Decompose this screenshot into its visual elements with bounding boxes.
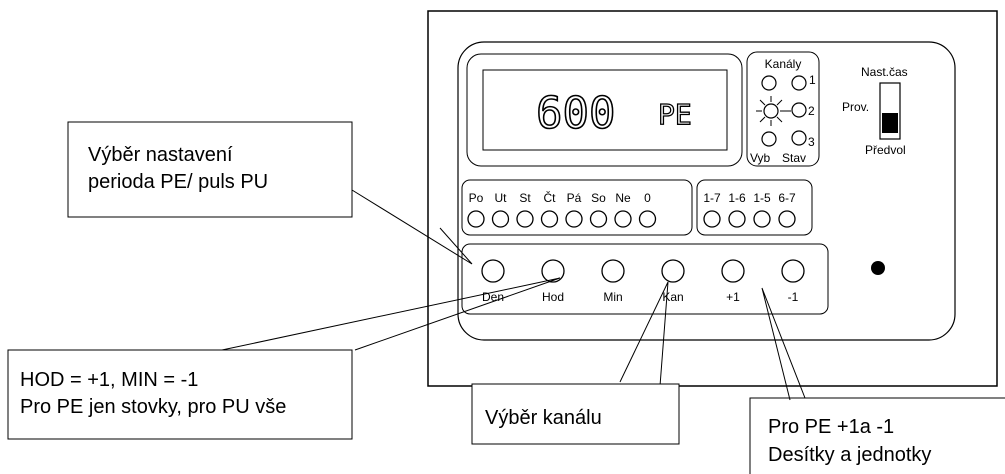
day-led xyxy=(565,210,583,228)
callout-line-hod-min xyxy=(221,277,561,351)
day-led xyxy=(589,210,608,228)
button-3[interactable] xyxy=(601,259,625,283)
buttons-box xyxy=(461,243,829,315)
day-led xyxy=(540,210,559,228)
callout-line-den xyxy=(351,189,473,265)
callout-box-hod-min xyxy=(7,349,353,440)
callout-line-plus-minus xyxy=(761,287,806,401)
display-value: 600 xyxy=(536,88,615,139)
button-label: Kan xyxy=(662,290,683,304)
callout-plus-minus-line1: Pro PE +1a -1 xyxy=(768,416,894,438)
status-indicator xyxy=(871,261,885,275)
display-mode: PE xyxy=(658,98,692,131)
switch-label-operation: Prov. xyxy=(842,100,869,114)
select-led-bottom xyxy=(761,131,777,147)
day-label: St xyxy=(519,191,531,205)
callout-hod-min-line2: Pro PE jen stovky, pro PU vše xyxy=(20,396,286,418)
day-led xyxy=(516,210,534,228)
range-led xyxy=(778,210,796,228)
callout-plus-minus-line2: Desítky a jednotky xyxy=(768,444,931,466)
mode-switch-slider xyxy=(882,113,898,133)
channel-number-2: 2 xyxy=(808,104,815,118)
button-label: -1 xyxy=(788,290,799,304)
callout-select-mode-line1: Výběr nastavení xyxy=(88,144,233,166)
button-6[interactable] xyxy=(781,259,805,283)
channel-select-star-icon xyxy=(756,96,791,126)
button-label: +1 xyxy=(726,290,740,304)
switch-label-preset: Předvol xyxy=(865,143,906,157)
callout-box-plus-minus xyxy=(749,397,1005,474)
day-label: Ne xyxy=(615,191,631,205)
range-label: 1-5 xyxy=(753,191,771,205)
range-label: 6-7 xyxy=(778,191,796,205)
button-label: Min xyxy=(603,290,622,304)
channels-select-label: Vyb xyxy=(750,151,771,165)
channel-led-1 xyxy=(791,75,807,91)
button-5[interactable] xyxy=(721,259,745,283)
callout-line-kan xyxy=(619,281,669,387)
button-label: Hod xyxy=(542,290,564,304)
channels-title: Kanály xyxy=(765,57,802,71)
day-led xyxy=(638,210,657,228)
lcd-display xyxy=(482,69,728,151)
select-led-top xyxy=(761,75,777,91)
day-led xyxy=(467,210,485,228)
channel-number-1: 1 xyxy=(809,73,816,87)
channel-number-3: 3 xyxy=(808,135,815,149)
range-label: 1-6 xyxy=(728,191,746,205)
day-label: Ut xyxy=(495,191,508,205)
callout-select-mode-line2: perioda PE/ puls PU xyxy=(88,171,268,193)
channels-state-label: Stav xyxy=(782,151,806,165)
button-1[interactable] xyxy=(481,259,505,283)
callout-box-channel xyxy=(471,383,680,445)
range-led xyxy=(703,210,721,228)
button-4[interactable] xyxy=(661,259,685,283)
day-led xyxy=(614,210,632,228)
day-label: Čt xyxy=(544,190,557,205)
day-label: 0 xyxy=(644,191,651,205)
channel-led-3 xyxy=(791,130,807,146)
button-2[interactable] xyxy=(541,259,565,283)
day-label: So xyxy=(591,191,606,205)
callout-channel: Výběr kanálu xyxy=(485,407,602,429)
range-led xyxy=(728,210,746,228)
callout-box-select-mode xyxy=(67,121,353,218)
range-label: 1-7 xyxy=(703,191,721,205)
channel-led-2 xyxy=(791,102,807,118)
switch-label-set-time: Nast.čas xyxy=(861,65,908,79)
range-led xyxy=(753,210,771,228)
callout-hod-min-line1: HOD = +1, MIN = -1 xyxy=(20,369,198,391)
day-label: Pá xyxy=(567,191,582,205)
day-led xyxy=(491,210,510,228)
day-label: Po xyxy=(469,191,484,205)
